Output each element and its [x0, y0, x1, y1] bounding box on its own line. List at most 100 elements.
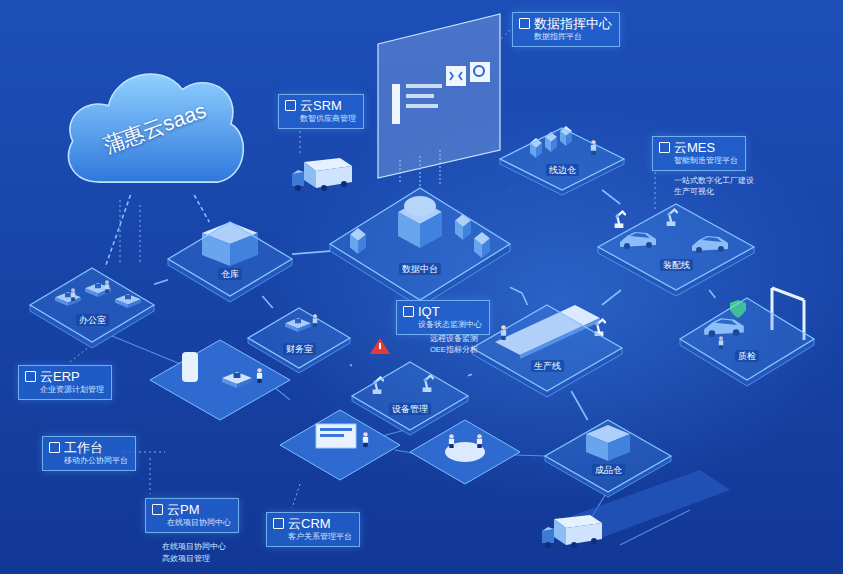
node-subtitle: 移动办公协同平台 [49, 456, 128, 466]
note-text: 在线项目协同中心 [162, 542, 226, 552]
kiosk [182, 352, 198, 382]
platform-outline [330, 188, 510, 300]
data-screen [378, 14, 500, 186]
leader-line [70, 346, 90, 362]
person [477, 434, 482, 448]
leader-line [300, 126, 301, 156]
network-line [515, 455, 545, 456]
person [257, 368, 262, 383]
platform-shape [30, 268, 154, 342]
erp-platform [150, 340, 290, 420]
screen-bar [392, 84, 400, 124]
monitor-line [320, 428, 352, 431]
platform-outline [545, 420, 671, 492]
node-title: 云CRM [273, 516, 352, 532]
connector [262, 296, 272, 308]
truck [292, 158, 352, 191]
node-title: 装配线 [660, 259, 693, 271]
connector [468, 374, 472, 375]
desk [222, 372, 252, 388]
code-icon [450, 72, 462, 80]
platform-bases [30, 159, 814, 497]
product-badge: 云ERP企业资源计划管理 [18, 365, 112, 400]
platform-outline [680, 298, 814, 380]
connector [510, 287, 527, 305]
platform-node: 质检 [680, 298, 814, 380]
connector [105, 195, 131, 268]
platform-shape [352, 362, 468, 430]
connector [509, 189, 511, 191]
platform-node: 财务室 [248, 308, 350, 368]
person [363, 432, 368, 447]
person [449, 434, 454, 448]
connector [154, 280, 168, 285]
platform-node: 数据中台 [330, 188, 510, 300]
platform-shape [248, 308, 350, 368]
platform-shape [330, 188, 510, 300]
node-title: 工作台 [49, 440, 128, 456]
note-text: 远程设备监测 [430, 334, 478, 344]
platform-node: 仓库 [168, 222, 292, 296]
node-subtitle: 设备状态监测中心 [403, 320, 482, 330]
screen-icon [446, 66, 466, 86]
platform-shape [598, 204, 754, 290]
leader-line [140, 205, 141, 264]
truck [542, 515, 602, 548]
platform-shape [545, 420, 671, 492]
robot-arm [615, 212, 626, 228]
node-title: 线边仓 [546, 164, 579, 176]
node-title: 云ERP [25, 369, 104, 385]
connector [709, 290, 715, 298]
platform-outline [598, 204, 754, 290]
product-badge: IQT设备状态监测中心 [396, 300, 490, 335]
platform-node: 生产线 [472, 305, 622, 391]
connector [194, 195, 209, 222]
connector [350, 365, 352, 366]
node-title: 财务室 [283, 343, 316, 355]
platform-node: 设备管理 [352, 362, 468, 430]
node-title: 办公室 [76, 314, 109, 326]
screen-line [406, 84, 442, 88]
workspace-platform [280, 410, 400, 480]
warning-icon [370, 338, 390, 354]
note-text: 生产可视化 [674, 187, 714, 197]
warning-mark [379, 343, 381, 349]
platform-node: 装配线 [598, 204, 754, 290]
product-badge: 云SRM数智供应商管理 [278, 94, 364, 129]
node-title: 云PM [152, 502, 231, 518]
leader-line [655, 172, 656, 212]
node-subtitle: 数智供应商管理 [285, 114, 356, 124]
leader-line [500, 30, 510, 40]
connector [602, 290, 621, 305]
platform-node: 线边仓 [500, 128, 624, 190]
monitor-line [320, 434, 344, 437]
screen-panel [378, 14, 500, 178]
node-subtitle: 在线项目协同中心 [152, 518, 231, 528]
node-title: 仓库 [218, 268, 242, 280]
screen-beams [400, 150, 440, 186]
note-text: 一站式数字化工厂建设 [674, 176, 754, 186]
screen-line [406, 104, 438, 108]
node-title: 云MES [659, 140, 738, 156]
node-title: 云SRM [285, 98, 356, 114]
product-badge: 数据指挥中心数据指挥平台 [512, 12, 620, 47]
platform-shape [472, 305, 622, 391]
platform-outline [500, 128, 624, 190]
platform-node: 成品仓 [545, 420, 671, 492]
platform-shape [680, 298, 814, 380]
platform-outline [472, 305, 622, 391]
monitor [316, 424, 356, 448]
node-subtitle: 企业资源计划管理 [25, 385, 104, 395]
node-subtitle: 客户关系管理平台 [273, 532, 352, 542]
product-badge: 云MES智能制造管理平台 [652, 136, 746, 171]
leader-line [150, 458, 151, 494]
platform-outline [30, 268, 154, 342]
product-badge: 工作台移动办公协同平台 [42, 436, 136, 471]
leader-line [292, 484, 300, 508]
node-subtitle: 数据指挥平台 [519, 32, 612, 42]
node-title: 数据中台 [399, 263, 441, 275]
connector [292, 251, 330, 254]
leader-line [120, 200, 121, 262]
node-title: 数据指挥中心 [519, 16, 612, 32]
